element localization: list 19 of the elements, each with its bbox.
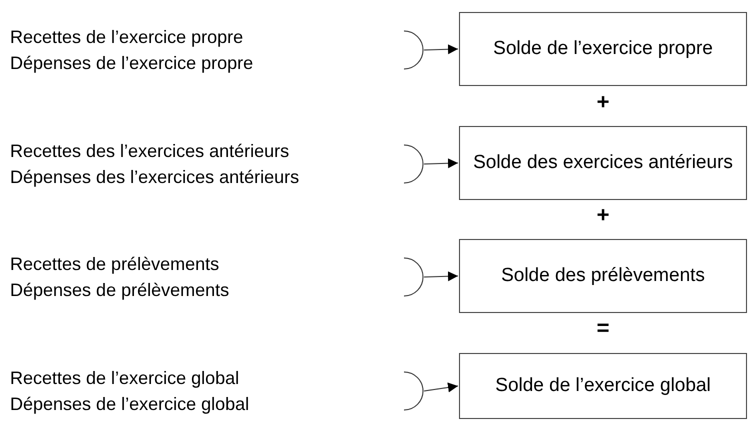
result-box: Solde des prélèvements	[459, 239, 747, 313]
operator-sign: =	[596, 316, 610, 340]
operator-sign: +	[596, 203, 610, 227]
arrow	[424, 158, 458, 168]
result-box: Solde des exercices antérieurs	[459, 126, 747, 200]
item-text: Recettes de l’exercice global	[10, 367, 240, 390]
result-box: Solde de l’exercice propre	[459, 12, 747, 86]
item-text: Dépenses de l’exercice global	[10, 393, 250, 416]
item-text: Dépenses des l’exercices antérieurs	[10, 166, 300, 189]
result-box: Solde de l’exercice global	[459, 353, 747, 419]
arrow	[424, 44, 458, 54]
operator-sign: +	[596, 90, 610, 114]
item-text: Recettes de l’exercice propre	[10, 26, 244, 49]
arrow	[424, 271, 458, 282]
item-text: Dépenses de l’exercice propre	[10, 52, 254, 75]
item-text: Recettes de prélèvements	[10, 253, 220, 276]
item-text: Recettes des l’exercices antérieurs	[10, 140, 290, 163]
arrow	[424, 382, 458, 392]
item-text: Dépenses de prélèvements	[10, 279, 230, 302]
